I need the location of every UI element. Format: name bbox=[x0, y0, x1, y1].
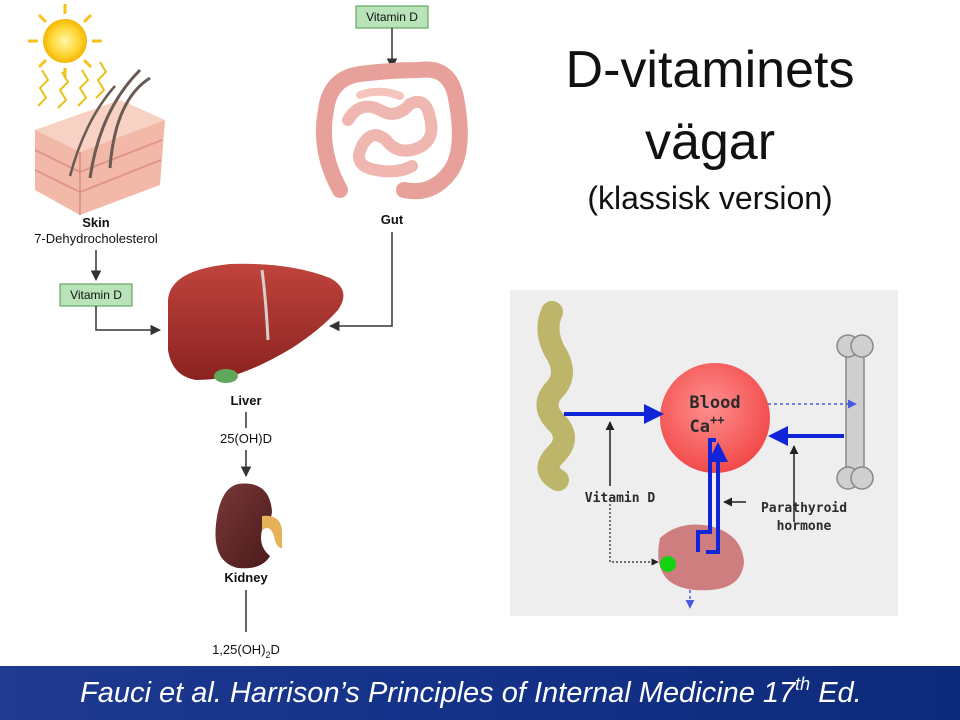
kidney-label: Kidney bbox=[224, 570, 268, 585]
skin-vitamin-d-text: Vitamin D bbox=[70, 288, 122, 302]
skin-illustration bbox=[34, 68, 165, 215]
kidney-illustration bbox=[215, 483, 282, 569]
kidney-product-label: 1,25(OH)2D bbox=[212, 642, 280, 660]
skin-label: Skin bbox=[82, 215, 110, 230]
pth-label-line1: Parathyroid bbox=[761, 501, 847, 516]
citation-footer: Fauci et al. Harrison’s Principles of In… bbox=[0, 666, 960, 720]
pth-label-line2: hormone bbox=[777, 519, 832, 534]
page-subtitle: (klassisk version) bbox=[587, 180, 833, 216]
dietary-vitamin-d-text: Vitamin D bbox=[366, 10, 418, 24]
sun-icon bbox=[28, 4, 102, 78]
citation-text: Fauci et al. Harrison’s Principles of In… bbox=[80, 677, 796, 709]
page-title-line2: vägar bbox=[644, 113, 776, 171]
blood-calcium-circle bbox=[660, 363, 770, 473]
kidney-activation-dot bbox=[660, 556, 676, 572]
vitamin-d-kidney-dotted-arrow bbox=[609, 504, 659, 566]
citation-superscript: th bbox=[795, 674, 811, 694]
calcium-regulation-figure: Blood Ca++ Vitamin D Parathyroid hormone bbox=[510, 290, 898, 616]
kidney-reabsorption-arrow-left bbox=[696, 438, 716, 552]
kidney-reabsorption-arrow bbox=[706, 442, 728, 554]
intestine-icon bbox=[536, 301, 575, 491]
gut-label: Gut bbox=[381, 212, 404, 227]
blood-label: Blood bbox=[689, 393, 740, 413]
gut-to-liver-arrow bbox=[328, 232, 393, 332]
citation-edition: Ed. bbox=[810, 677, 862, 709]
liver-product-label: 25(OH)D bbox=[220, 431, 272, 446]
liver-label: Liver bbox=[230, 393, 261, 408]
skin-sublabel: 7-Dehydrocholesterol bbox=[34, 231, 158, 246]
vitamin-d-label: Vitamin D bbox=[585, 491, 656, 506]
calcium-label: Ca++ bbox=[690, 413, 725, 437]
vitamin-d-pathway-figure: Skin 7-Dehydrocholesterol Vitamin D Vita… bbox=[28, 4, 468, 660]
uv-rays-icon bbox=[37, 61, 108, 109]
vitd-to-liver-arrow bbox=[95, 306, 162, 336]
kidney-icon bbox=[658, 524, 744, 591]
page-title-line1: D-vitaminets bbox=[565, 41, 855, 99]
liver-illustration bbox=[168, 263, 344, 383]
bone-icon bbox=[836, 334, 874, 490]
intestine-illustration bbox=[315, 61, 468, 200]
